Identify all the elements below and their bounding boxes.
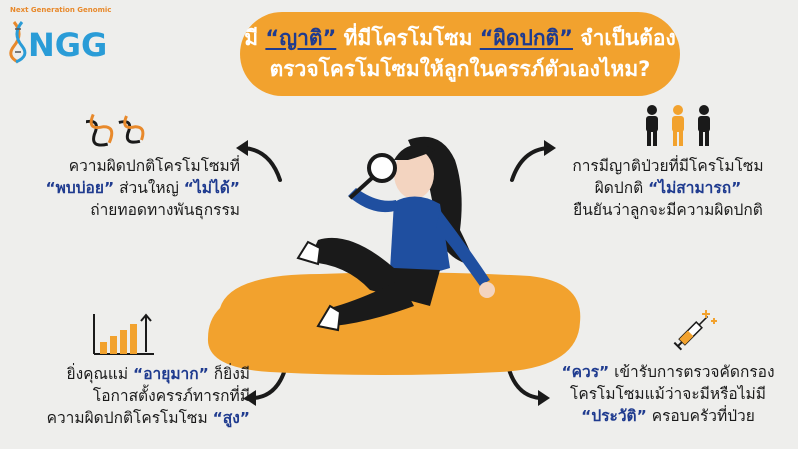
arrow-up-right-icon (510, 140, 556, 182)
info-text: ถ่ายทอดทางพันธุกรรม (90, 201, 240, 219)
info-line: “ควร” เข้ารับการตรวจคัดกรอง (548, 361, 788, 383)
bar-chart-growth-icon (93, 313, 154, 355)
info-block-maternal-age: ยิ่งคุณแม่ “อายุมาก” ก็ยิ่งมี โอกาสตั้งค… (18, 363, 250, 429)
emphasis-text: “พบบ่อย” (45, 179, 115, 197)
info-line: ยิ่งคุณแม่ “อายุมาก” ก็ยิ่งมี (18, 363, 250, 385)
arrow-up-left-icon (236, 140, 282, 182)
info-text: ความผิดปกติโครโมโซมที่ (68, 157, 240, 175)
title-text: จำเป็นต้อง (572, 26, 676, 50)
info-text: เข้ารับการตรวจคัดกรอง (609, 363, 775, 381)
info-line: ความผิดปกติโครโมโซม “สูง” (18, 407, 250, 429)
info-block-common-abnormality: ความผิดปกติโครโมโซมที่ “พบบ่อย” ส่วนใหญ่… (20, 155, 240, 221)
emphasis-text: “อายุมาก” (133, 365, 209, 383)
orange-blob (207, 272, 581, 375)
info-text: การมีญาติป่วยที่มีโครโมโซม (572, 157, 764, 175)
title-line-1: มี “ญาติ” ที่มีโครโมโซม “ผิดปกติ” จำเป็น… (244, 23, 676, 54)
title-highlight-abnormal: “ผิดปกติ” (479, 26, 573, 50)
emphasis-text: “ไม่สามารถ” (648, 179, 742, 197)
title-text: มี (244, 26, 266, 50)
logo-tagline: Next Generation Genomic (10, 6, 112, 14)
woman-with-magnifier-illustration (296, 136, 495, 332)
info-text: ส่วนใหญ่ (114, 179, 184, 197)
info-block-relative-history: การมีญาติป่วยที่มีโครโมโซม ผิดปกติ “ไม่ส… (548, 155, 788, 221)
info-text: ครอบครัวที่ป่วย (646, 407, 755, 425)
info-block-screening-advice: “ควร” เข้ารับการตรวจคัดกรอง โครโมโซมแม้ว… (548, 361, 788, 427)
family-icon (646, 105, 710, 146)
emphasis-text: “ประวัติ” (581, 407, 647, 425)
title-text: ที่มีโครโมโซม (336, 26, 480, 50)
title-banner: มี “ญาติ” ที่มีโครโมโซม “ผิดปกติ” จำเป็น… (240, 12, 680, 96)
info-line: ผิดปกติ “ไม่สามารถ” (548, 177, 788, 199)
dna-icon (86, 113, 145, 147)
title-line-2: ตรวจโครโมโซมให้ลูกในครรภ์ตัวเองไหม? (269, 57, 651, 81)
info-line: “ประวัติ” ครอบครัวที่ป่วย (548, 405, 788, 427)
info-text: โอกาสตั้งครรภ์ทารกที่มี (92, 387, 250, 405)
info-text: ยืนยันว่าลูกจะมีความผิดปกติ (573, 201, 763, 219)
info-text: ความผิดปกติโครโมโซม (46, 409, 213, 427)
info-text: ยิ่งคุณแม่ (66, 365, 134, 383)
emphasis-text: “สูง” (212, 409, 250, 427)
info-text: โครโมโซมแม้ว่าจะมีหรือไม่มี (570, 385, 766, 403)
ngg-logo-mark: NGG (9, 21, 107, 64)
syringe-icon (673, 310, 717, 351)
logo-wordmark: NGG (28, 26, 107, 64)
ngg-logo: Next Generation Genomic NGG (8, 6, 118, 66)
emphasis-text: “ควร” (561, 363, 610, 381)
info-line: “พบบ่อย” ส่วนใหญ่ “ไม่ได้” (20, 177, 240, 199)
info-text: ก็ยิ่งมี (208, 365, 250, 383)
title-highlight-relative: “ญาติ” (265, 26, 337, 50)
emphasis-text: “ไม่ได้” (183, 179, 240, 197)
info-text: ผิดปกติ (594, 179, 649, 197)
